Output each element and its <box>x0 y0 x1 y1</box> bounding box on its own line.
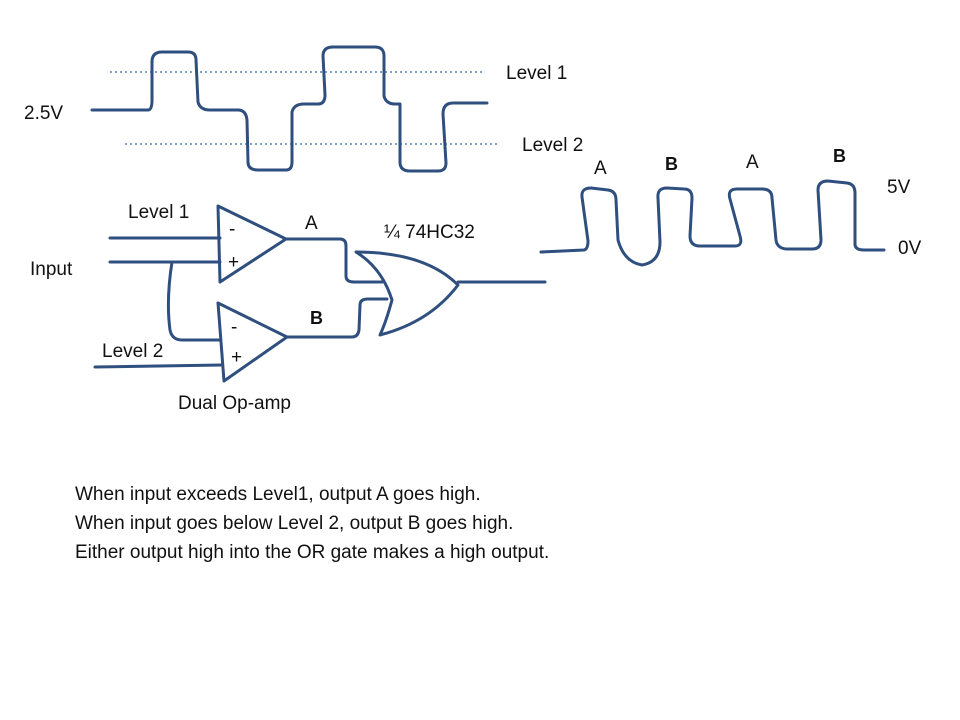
note-line-2: When input goes below Level 2, output B … <box>75 513 514 534</box>
or-gate-label: ¼ 74HC32 <box>384 222 475 243</box>
note-line-1: When input exceeds Level1, output A goes… <box>75 484 481 505</box>
output-a-wire <box>282 237 384 284</box>
input-signal-trace <box>90 45 489 173</box>
opamp-label: Dual Op-amp <box>178 393 291 414</box>
opamp-top-plus: + <box>228 252 239 273</box>
pulse-label-b-2: B <box>833 146 846 166</box>
level2-wire <box>93 363 224 369</box>
note-line-3: Either output high into the OR gate make… <box>75 542 550 563</box>
opamp-bottom-plus: + <box>231 347 242 368</box>
input-waveform: Level 1 Level 2 2.5V <box>24 45 583 173</box>
circuit: Level 1 Input Level 2 - + - + A B ¼ 74HC… <box>30 202 547 414</box>
input-wire <box>108 260 222 342</box>
output-b-wire <box>285 297 389 339</box>
opamp-bottom <box>216 301 289 383</box>
high-voltage-label: 5V <box>887 177 911 198</box>
pulse-label-a-2: A <box>746 152 759 173</box>
opamp-top <box>216 204 288 284</box>
output-signal-trace <box>539 179 886 267</box>
opamp-top-minus: - <box>229 219 235 240</box>
circuit-level1-label: Level 1 <box>128 202 189 223</box>
level2-label: Level 2 <box>522 135 583 156</box>
or-gate <box>354 250 460 337</box>
pulse-label-b-1: B <box>665 154 678 174</box>
circuit-level2-label: Level 2 <box>102 341 163 362</box>
explanation-notes: When input exceeds Level1, output A goes… <box>75 480 549 567</box>
output-b-label: B <box>310 308 323 328</box>
output-a-label: A <box>305 213 318 234</box>
midline-voltage-label: 2.5V <box>24 103 63 124</box>
input-label: Input <box>30 259 73 280</box>
level1-label: Level 1 <box>506 63 567 84</box>
low-voltage-label: 0V <box>898 238 922 259</box>
opamp-bottom-minus: - <box>231 317 237 338</box>
pulse-label-a-1: A <box>594 158 607 179</box>
output-waveform: A B A B 5V 0V <box>539 146 922 267</box>
